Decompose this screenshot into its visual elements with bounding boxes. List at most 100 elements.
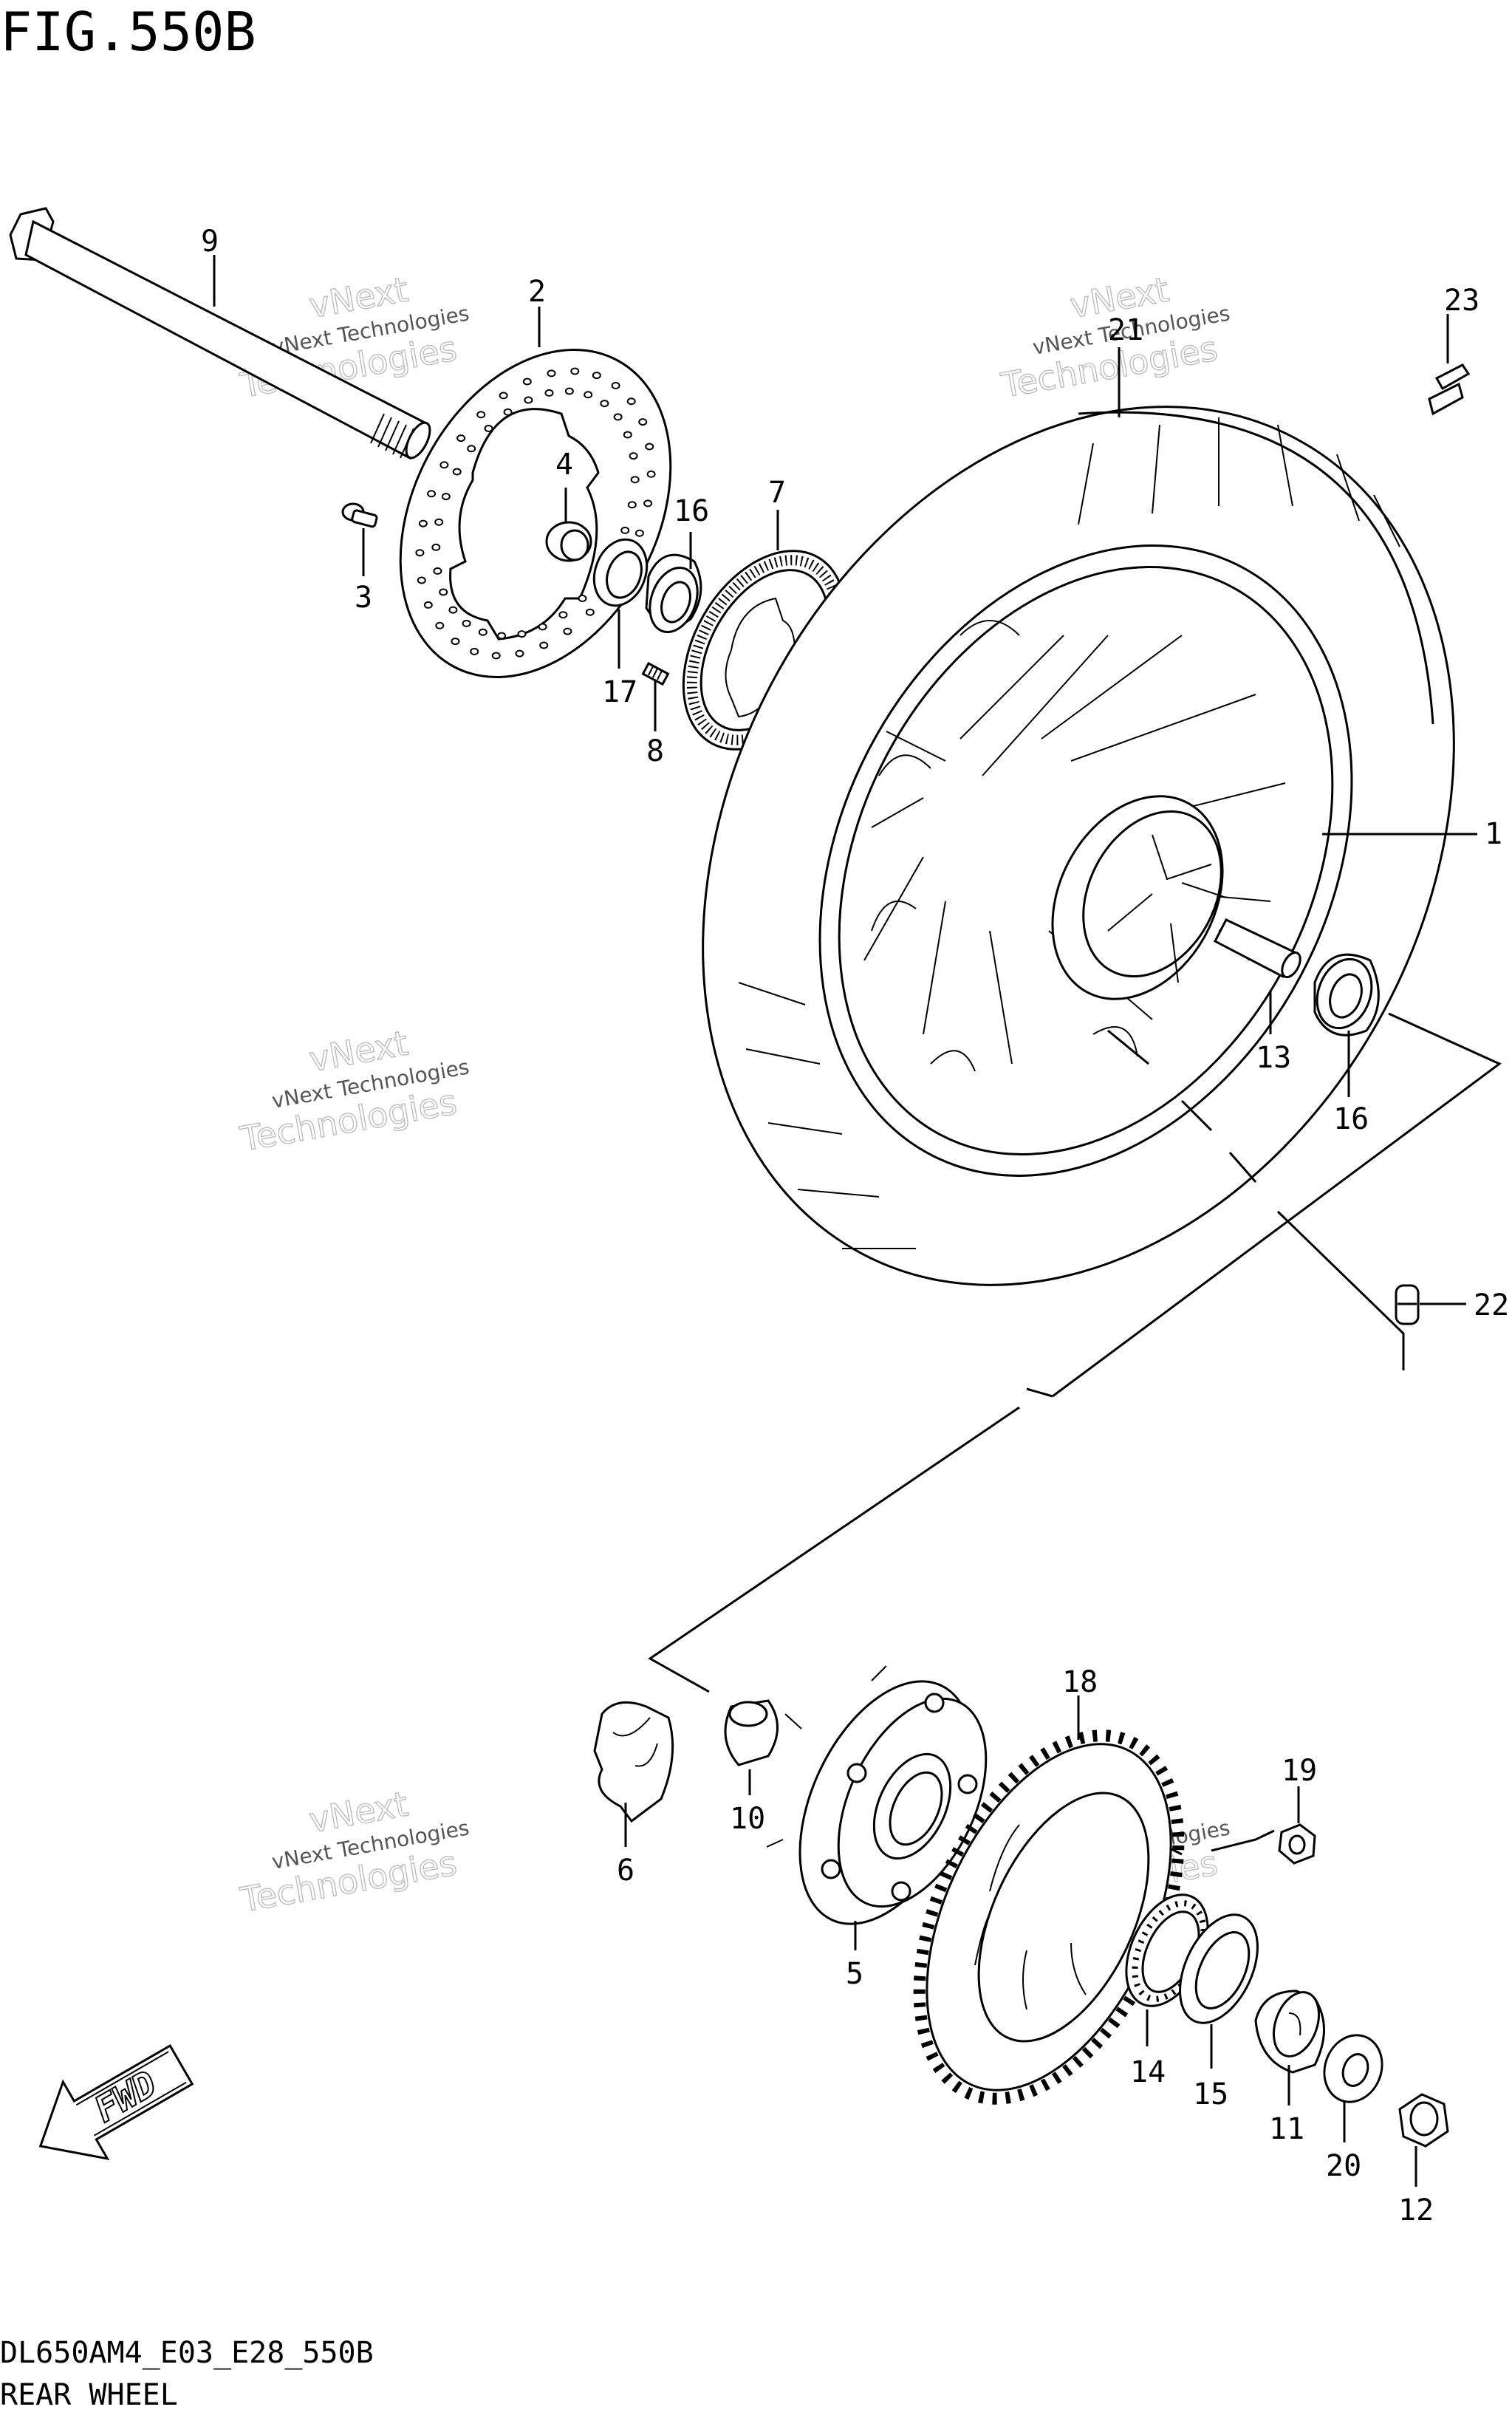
callout-16-upper: 16: [674, 494, 709, 528]
callout-1: 1: [1485, 817, 1502, 851]
disc-vent-hole: [462, 619, 471, 627]
callout-19: 19: [1282, 1754, 1317, 1788]
callout-2: 2: [528, 275, 546, 309]
callout-7: 7: [768, 476, 786, 510]
disc-vent-hole: [524, 396, 533, 404]
disc-vent-hole: [578, 595, 587, 602]
disc-vent-hole: [418, 519, 428, 527]
disc-vent-hole: [448, 606, 458, 614]
disc-vent-hole: [478, 628, 488, 636]
disc-vent-hole: [645, 443, 654, 451]
disc-vent-hole: [435, 621, 445, 629]
part-1-wheel-tire: [702, 406, 1477, 1286]
disc-vent-hole: [441, 493, 451, 501]
part-10-spacer: [724, 1699, 779, 1766]
callout-20: 20: [1326, 2149, 1361, 2183]
callout-23: 23: [1444, 284, 1479, 318]
disc-vent-hole: [600, 400, 609, 408]
disc-vent-hole: [629, 452, 638, 460]
model-code: DL650AM4_E03_E28_550B: [0, 2336, 374, 2370]
callout-11: 11: [1269, 2112, 1304, 2146]
callout-3: 3: [355, 581, 372, 615]
part-5-sprocket-drum: [766, 1665, 988, 1925]
disc-vent-hole: [547, 369, 556, 378]
part-16-bearing-left: [645, 553, 702, 634]
disc-vent-hole: [515, 649, 524, 658]
part-11-spacer: [1254, 1990, 1325, 2074]
disc-vent-hole: [517, 630, 527, 638]
disc-vent-hole: [427, 490, 437, 498]
disc-vent-hole: [451, 638, 460, 646]
callout-4: 4: [555, 448, 573, 482]
callout-8: 8: [646, 734, 664, 768]
callout-17: 17: [602, 675, 637, 709]
disc-vent-hole: [503, 408, 513, 416]
disc-vent-hole: [522, 378, 532, 386]
fwd-arrow-icon: FWD: [38, 2043, 194, 2161]
callout-6: 6: [617, 1854, 634, 1888]
callout-10: 10: [730, 1802, 765, 1836]
part-19-nut: [1278, 1823, 1316, 1865]
callout-14: 14: [1130, 2055, 1166, 2089]
callout-21: 21: [1108, 313, 1143, 347]
disc-vent-hole: [611, 381, 620, 389]
disc-vent-hole: [497, 632, 507, 640]
disc-vent-hole: [613, 413, 623, 421]
figure-title: FIG.550B: [0, 1, 256, 63]
disc-vent-hole: [544, 389, 554, 397]
disc-vent-hole: [585, 608, 595, 616]
callout-5: 5: [846, 1957, 863, 1991]
disc-vent-hole: [623, 431, 632, 439]
disc-vent-hole: [499, 392, 508, 400]
callout-18: 18: [1062, 1665, 1098, 1699]
callout-16-right: 16: [1333, 1102, 1369, 1136]
disc-vent-hole: [431, 543, 441, 551]
disc-vent-hole: [643, 499, 653, 508]
disc-vent-hole: [456, 434, 466, 443]
disc-vent-hole: [467, 445, 476, 453]
callout-9: 9: [201, 225, 219, 259]
disc-vent-hole: [423, 601, 433, 609]
part-4-spacer: [545, 521, 592, 562]
disc-vent-hole: [646, 470, 656, 478]
callout-13: 13: [1256, 1041, 1291, 1075]
disc-vent-hole: [564, 387, 574, 395]
disc-vent-hole: [634, 529, 644, 537]
disc-vent-hole: [439, 588, 448, 596]
part-3-bolt: [341, 502, 378, 528]
figure-caption: REAR WHEEL: [0, 2378, 178, 2412]
disc-vent-hole: [570, 367, 580, 375]
disc-vent-hole: [620, 526, 630, 534]
part-15-oil-seal: [1179, 1913, 1259, 2024]
disc-vent-hole: [538, 623, 547, 631]
part-17-oil-seal: [592, 538, 649, 607]
disc-vent-hole: [630, 476, 640, 484]
callout-15: 15: [1193, 2077, 1228, 2111]
disc-vent-hole: [626, 397, 636, 406]
disc-vent-hole: [439, 461, 449, 469]
disc-vent-hole: [563, 627, 572, 635]
disc-vent-hole: [627, 501, 637, 509]
disc-vent-hole: [584, 391, 593, 399]
disc-vent-hole: [433, 567, 442, 575]
disc-vent-hole: [592, 372, 601, 380]
disc-vent-hole: [491, 652, 501, 660]
disc-vent-hole: [558, 611, 568, 619]
part-8-screw: [641, 661, 670, 686]
disc-vent-hole: [452, 468, 462, 476]
part-20-washer: [1323, 2034, 1383, 2103]
part-12-axle-nut: [1398, 2093, 1449, 2148]
disc-vent-hole: [638, 418, 648, 426]
part-23-balance-weight: [1428, 363, 1471, 416]
disc-vent-hole: [415, 549, 425, 557]
disc-vent-hole: [484, 425, 493, 432]
callout-12: 12: [1398, 2193, 1434, 2227]
part-9-axle: [9, 207, 431, 460]
disc-vent-hole: [417, 576, 426, 584]
callout-22: 22: [1474, 1288, 1509, 1322]
part-22-valve: [1395, 1284, 1420, 1325]
disc-vent-hole: [476, 411, 486, 419]
disc-vent-hole: [470, 647, 479, 655]
part-6-cushion: [593, 1701, 674, 1823]
